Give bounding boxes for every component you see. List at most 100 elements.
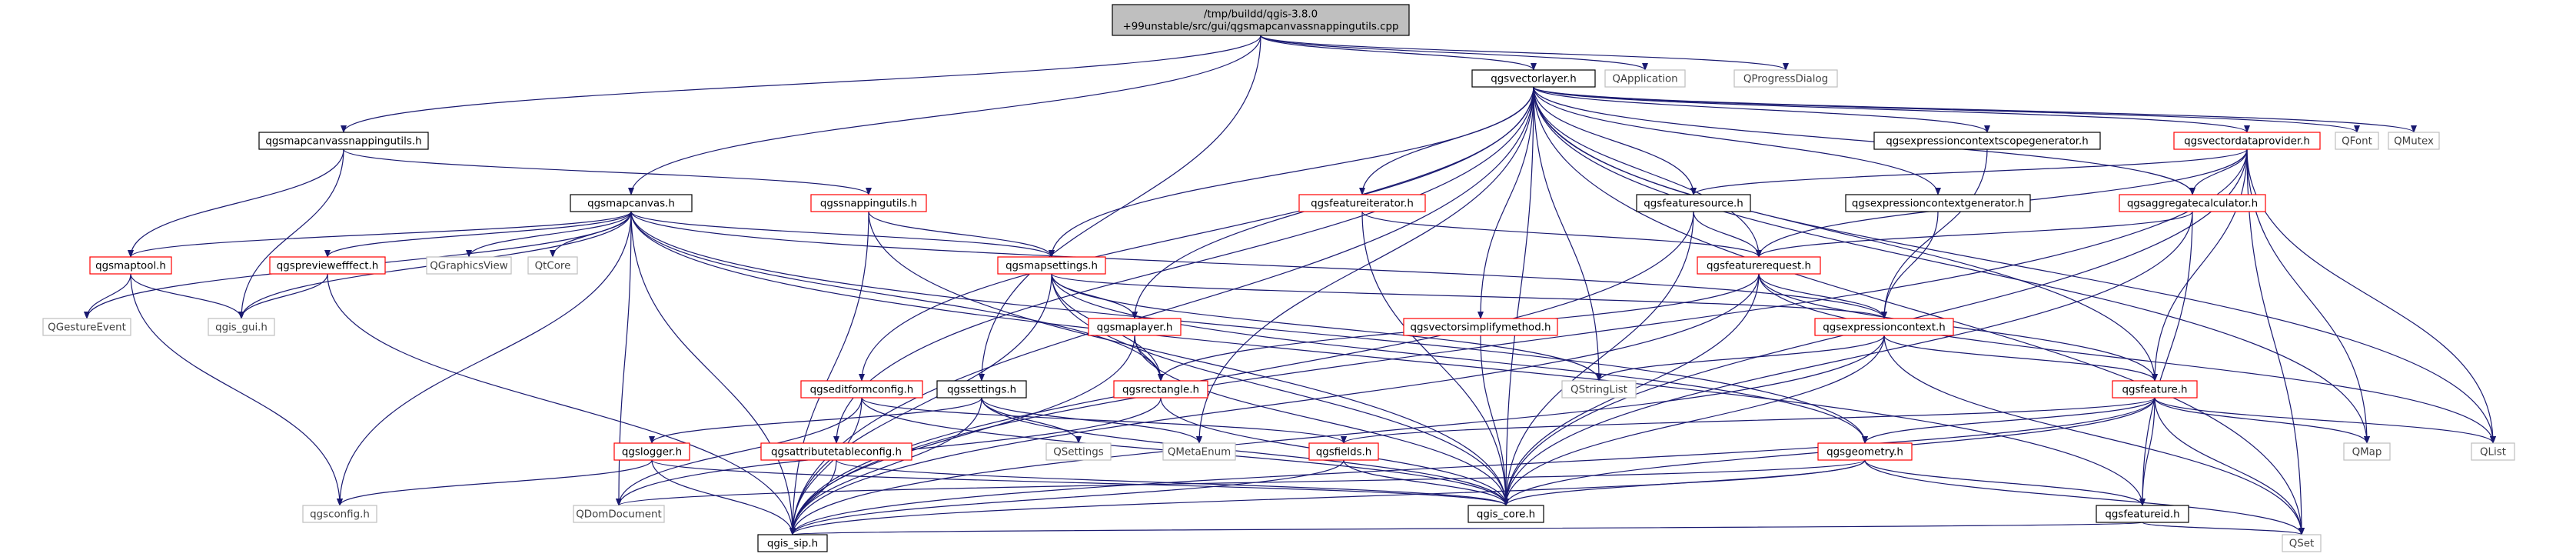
node-box [2388, 132, 2440, 150]
node-box [1873, 132, 2101, 150]
node-qgsfeaturesource[interactable]: qgsfeaturesource.h [1636, 194, 1751, 212]
node-QSettings[interactable]: QSettings [1045, 442, 1112, 461]
edge-qgsgeometry-to-QDomDocument [616, 459, 1866, 506]
node-label: QSettings [1053, 447, 1103, 459]
node-QMutex[interactable]: QMutex [2388, 132, 2440, 150]
node-qgsmaptool[interactable]: qgsmaptool.h [89, 256, 172, 275]
edge-root-to-qgsmapcanvassnappingutils [341, 35, 1261, 133]
node-box [2335, 132, 2379, 150]
node-label: qgis_sip.h [767, 539, 818, 550]
edge-qgsvectordataprovider-to-qgsfeaturesource [1690, 148, 2248, 195]
node-qgsvectorlayer[interactable]: qgsvectorlayer.h [1471, 69, 1596, 88]
node-label: QMutex [2394, 136, 2434, 148]
node-qgsexpressioncontextgenerator[interactable]: qgsexpressioncontextgenerator.h [1845, 194, 2031, 212]
node-label: qgsrectangle.h [1122, 385, 1199, 396]
node-QSet[interactable]: QSet [2282, 534, 2322, 552]
node-qgsrectangle[interactable]: qgsrectangle.h [1113, 380, 1208, 399]
node-qgis_core[interactable]: qgis_core.h [1467, 505, 1544, 523]
node-box [1471, 69, 1596, 88]
edge-qgssettings-to-QMetaEnum [981, 397, 1202, 444]
edge-qgsmapcanvas-to-qgsfeatureid [630, 211, 2146, 506]
edge-qgsfeaturesource-to-qgis_sip [789, 211, 1694, 535]
node-qgsmapcanvassnappingutils[interactable]: qgsmapcanvassnappingutils.h [258, 132, 429, 150]
node-label: qgssnappingutils.h [820, 198, 917, 210]
edge-qgslogger-to-qgis_core [651, 459, 1509, 506]
edge-qgsattributetableconfig-to-qgis_sip [789, 459, 837, 535]
node-QMap[interactable]: QMap [2343, 442, 2391, 461]
edge-qgsfeatureiterator-to-qgsfeaturerequest [1361, 211, 1762, 258]
node-QtCore[interactable]: QtCore [527, 256, 578, 275]
node-QFont[interactable]: QFont [2335, 132, 2379, 150]
node-qgis_gui[interactable]: qgis_gui.h [208, 318, 275, 336]
node-qgis_sip[interactable]: qgis_sip.h [757, 534, 828, 552]
node-label: QSet [2289, 539, 2315, 550]
node-label: QDomDocument [576, 509, 661, 521]
node-box [2173, 132, 2321, 150]
node-qgsfeature[interactable]: qgsfeature.h [2112, 380, 2198, 399]
node-label: QList [2480, 447, 2506, 459]
edge-qgssnappingutils-to-qgsmapsettings [868, 211, 1055, 258]
edge-qgsfeature-to-QMap [2154, 397, 2370, 444]
node-label: qgsfields.h [1316, 447, 1372, 459]
node-box [1113, 380, 1208, 399]
edge-qgsmapsettings-to-qgsmaplayer [1051, 273, 1138, 319]
node-qgsfeaturerequest[interactable]: qgsfeaturerequest.h [1697, 256, 1821, 275]
node-QGraphicsView[interactable]: QGraphicsView [426, 256, 512, 275]
edge-qgsvectorlayer-to-qgsaggregatecalculator [1533, 86, 2195, 195]
node-box [997, 256, 1106, 275]
node-qgssettings[interactable]: qgssettings.h [936, 380, 1027, 399]
node-qgsvectorsimplifymethod[interactable]: qgsvectorsimplifymethod.h [1403, 318, 1558, 336]
node-label: /tmp/buildd/qgis-3.8.0+99unstable/src/gu… [1123, 9, 1399, 33]
node-qgsexpressioncontextscopegenerator[interactable]: qgsexpressioncontextscopegenerator.h [1873, 132, 2101, 150]
node-qgseditformconfig[interactable]: qgseditformconfig.h [800, 380, 923, 399]
node-qgsattributetableconfig[interactable]: qgsattributetableconfig.h [760, 442, 912, 461]
node-qgsconfig[interactable]: qgsconfig.h [302, 505, 377, 523]
node-QStringList[interactable]: QStringList [1561, 380, 1637, 399]
edge-qgsmapsettings-to-qgsgeometry [1051, 273, 1868, 444]
edge-qgsmapsettings-to-qgis_sip [789, 273, 1052, 535]
node-qgspreviewefffect[interactable]: qgspreviewefffect.h [269, 256, 386, 275]
node-QGestureEvent[interactable]: QGestureEvent [42, 318, 131, 336]
node-label: qgis_gui.h [215, 322, 268, 334]
edge-qgsfeature-to-qgsfields [1341, 397, 2156, 444]
node-QProgressDialog[interactable]: QProgressDialog [1733, 69, 1838, 88]
node-qgsfeatureid[interactable]: qgsfeatureid.h [2096, 505, 2189, 523]
node-qgssnappingutils[interactable]: qgssnappingutils.h [810, 194, 927, 212]
node-label: QGraphicsView [430, 261, 507, 272]
node-box [89, 256, 172, 275]
node-qgsmapsettings[interactable]: qgsmapsettings.h [997, 256, 1106, 275]
node-qgsvectordataprovider[interactable]: qgsvectordataprovider.h [2173, 132, 2321, 150]
edge-root-to-QApplication [1260, 35, 1648, 71]
edge-qgsfeature-to-QSet [2154, 397, 2305, 535]
node-label: qgsvectordataprovider.h [2184, 136, 2310, 148]
node-qgsfeatureiterator[interactable]: qgsfeatureiterator.h [1298, 194, 1426, 212]
node-QDomDocument[interactable]: QDomDocument [573, 505, 665, 523]
node-QApplication[interactable]: QApplication [1604, 69, 1686, 88]
node-QList[interactable]: QList [2471, 442, 2515, 461]
node-qgslogger[interactable]: qgslogger.h [613, 442, 690, 461]
node-qgsgeometry[interactable]: qgsgeometry.h [1817, 442, 1913, 461]
edge-qgsmaptool-to-qgsconfig [130, 273, 343, 506]
node-root[interactable]: /tmp/buildd/qgis-3.8.0+99unstable/src/gu… [1112, 4, 1410, 36]
node-qgsmaplayer[interactable]: qgsmaplayer.h [1088, 318, 1182, 336]
node-box [1298, 194, 1426, 212]
edge-qgseditformconfig-to-qgis_sip [789, 397, 863, 535]
node-box [1045, 442, 1112, 461]
edge-qgsvectorlayer-to-QMap [1533, 86, 2370, 444]
node-box [1088, 318, 1182, 336]
node-qgsexpressioncontext[interactable]: qgsexpressioncontext.h [1814, 318, 1954, 336]
edge-qgsfeature-to-QList [2154, 397, 2496, 444]
node-label: qgsgeometry.h [1826, 447, 1903, 459]
node-box [800, 380, 923, 399]
edge-qgssettings-to-QSettings [981, 397, 1082, 444]
node-box [527, 256, 578, 275]
node-qgsfields[interactable]: qgsfields.h [1308, 442, 1379, 461]
node-QMetaEnum[interactable]: QMetaEnum [1162, 442, 1236, 461]
node-qgsmapcanvas[interactable]: qgsmapcanvas.h [570, 194, 693, 212]
edge-qgsmaptool-to-qgis_gui [130, 273, 244, 319]
node-label: qgsfeaturesource.h [1644, 198, 1743, 210]
node-label: qgsmapcanvas.h [587, 198, 675, 210]
edge-qgsexpressioncontext-to-qgis_core [1503, 335, 1885, 506]
node-qgsaggregatecalculator[interactable]: qgsaggregatecalculator.h [2119, 194, 2266, 212]
node-label: qgsfeature.h [2122, 385, 2187, 396]
